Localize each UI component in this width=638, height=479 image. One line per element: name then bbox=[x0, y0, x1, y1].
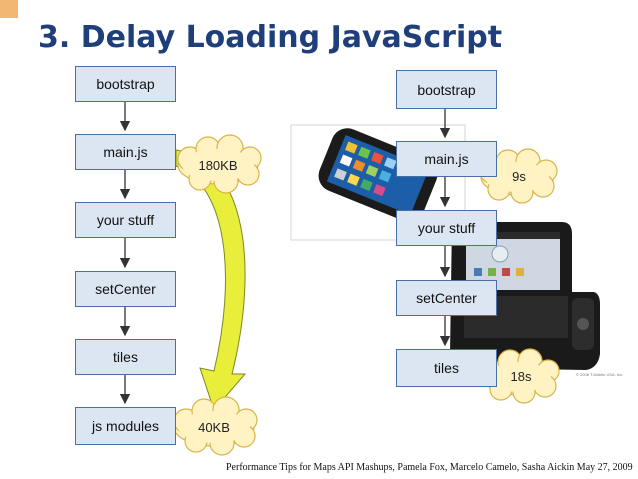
right-box-bootstrap: bootstrap bbox=[396, 70, 497, 109]
slide-corner-icon bbox=[0, 0, 18, 18]
right-box-setcenter: setCenter bbox=[396, 280, 497, 316]
slide-footer: Performance Tips for Maps API Mashups, P… bbox=[226, 462, 633, 473]
cloud-9s bbox=[479, 148, 558, 204]
cloud-180kb bbox=[177, 134, 262, 194]
right-box-tiles: tiles bbox=[396, 349, 497, 387]
cloud-label-180kb: 180KB bbox=[198, 158, 238, 173]
right-box-your-stuff: your stuff bbox=[396, 210, 497, 246]
slide-title: 3. Delay Loading JavaScript bbox=[38, 20, 503, 55]
left-box-setcenter: setCenter bbox=[75, 271, 176, 307]
cloud-label-40kb: 40KB bbox=[198, 420, 230, 435]
left-box-js-modules: js modules bbox=[75, 407, 176, 445]
left-box-tiles: tiles bbox=[75, 339, 176, 375]
left-box-main-js: main.js bbox=[75, 134, 176, 170]
cloud-40kb bbox=[173, 396, 258, 456]
cloud-label-18s: 18s bbox=[510, 369, 532, 384]
photo-credit: © 2008 T-Mobile USA, Inc. bbox=[576, 372, 624, 377]
right-box-main-js: main.js bbox=[396, 141, 497, 177]
cloud-label-9s: 9s bbox=[512, 169, 526, 184]
left-box-bootstrap: bootstrap bbox=[75, 66, 176, 102]
left-box-your-stuff: your stuff bbox=[75, 202, 176, 238]
